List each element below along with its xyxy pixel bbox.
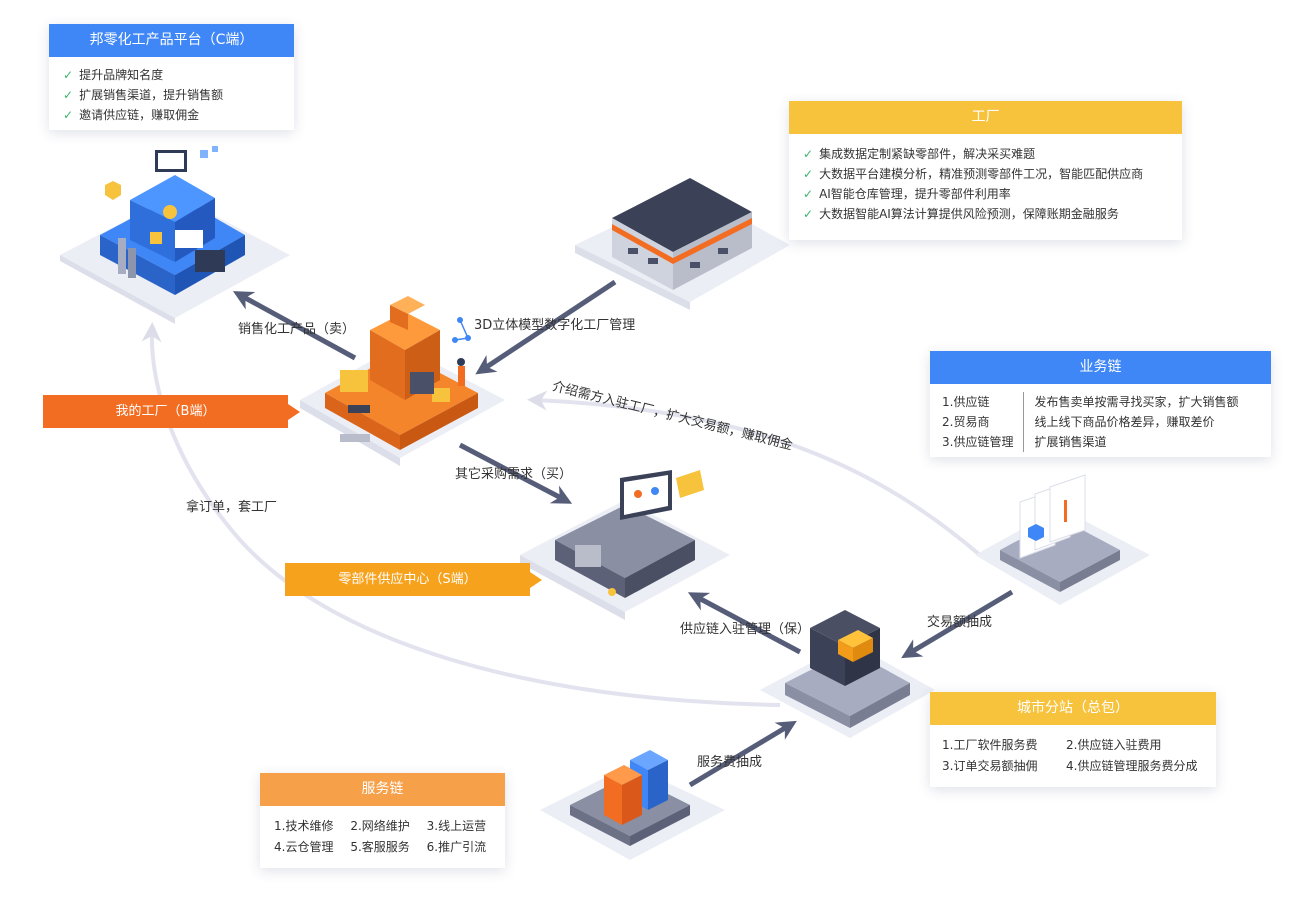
intro-curve [527,390,982,557]
s-center-illustration [520,470,730,620]
list-item: 2.贸易商 [942,415,990,429]
list-item: 3.供应链管理 [942,435,1014,449]
list-item: 6.推广引流 [426,840,487,854]
list-item: ✓邀请供应链，赚取佣金 [63,108,200,122]
list-item: 2.网络维护 [350,819,410,833]
check-icon: ✓ [63,68,74,82]
buy-arrow [458,442,573,504]
service-chain-items: 1.技术维修 2.网络维护 3.线上运营 4.云仓管理 5.客服服务 6.推广引… [260,806,505,868]
sell-arrow [232,291,357,361]
check-icon: ✓ [63,108,74,122]
c-platform-card: 邦零化工产品平台（C端） ✓提升品牌知名度 ✓扩展销售渠道，提升销售额 ✓邀请供… [49,24,294,130]
check-icon: ✓ [803,207,814,221]
business-chain-card: 业务链 1.供应链 2.贸易商 3.供应链管理 发布售卖单按需寻找买家，扩大销售… [930,351,1271,457]
factory-card: 工厂 ✓集成数据定制紧缺零部件，解决采买难题 ✓大数据平台建模分析，精准预测零部… [789,101,1182,240]
list-item: 扩展销售渠道 [1034,435,1107,449]
list-item: ✓大数据平台建模分析，精准预测零部件工况，智能匹配供应商 [803,167,1144,181]
service-chain-title: 服务链 [260,773,505,806]
business-chain-left: 1.供应链 2.贸易商 3.供应链管理 [942,392,1025,452]
business-chain-title: 业务链 [930,351,1271,384]
list-item: 3.订单交易额抽佣 [942,759,1038,773]
factory-title: 工厂 [789,101,1182,134]
list-item: ✓集成数据定制紧缺零部件，解决采买难题 [803,147,1036,161]
list-item: 4.云仓管理 [274,840,334,854]
list-item: 1.工厂软件服务费 [942,738,1038,752]
b-factory-illustration [300,296,505,466]
model-label: 3D立体模型数字化工厂管理 [474,318,636,333]
sell-label: 销售化工产品（卖） [238,322,356,337]
model-arrow [475,279,617,375]
list-item: 1.供应链 [942,395,990,409]
list-item: ✓AI智能仓库管理，提升零部件利用率 [803,187,1011,201]
buy-label: 其它采购需求（买） [455,467,573,482]
service-chain-illustration [540,750,725,860]
list-item: 线上线下商品价格差异，赚取差价 [1034,415,1215,429]
list-item: 2.供应链入驻费用 [1066,738,1162,752]
list-item: ✓大数据智能AI算法计算提供风险预测，保障账期金融服务 [803,207,1119,221]
molecule-icon [452,317,471,343]
list-item: 1.技术维修 [274,819,334,833]
list-item: ✓提升品牌知名度 [63,68,164,82]
business-chain-illustration [975,474,1150,605]
s-center-tag: 零部件供应中心（S端） [285,563,542,596]
check-icon: ✓ [803,147,814,161]
city-station-illustration [760,610,935,738]
city-station-items: 1.工厂软件服务费 2.供应链入驻费用 3.订单交易额抽佣 4.供应链管理服务费… [930,725,1216,787]
c-platform-title: 邦零化工产品平台（C端） [49,24,294,57]
supply-mgmt-label: 供应链入驻管理（保） [680,622,811,637]
supply-arrow [687,592,802,655]
service-arrow [688,720,797,788]
trade-arrow [901,589,1014,659]
factory-illustration [575,178,790,310]
business-chain-right: 发布售卖单按需寻找买家，扩大销售额 线上线下商品价格差异，赚取差价 扩展销售渠道 [1034,392,1238,452]
check-icon: ✓ [63,88,74,102]
business-chain-body: 1.供应链 2.贸易商 3.供应链管理 发布售卖单按需寻找买家，扩大销售额 线上… [930,384,1271,460]
list-item: 5.客服服务 [350,840,410,854]
city-station-card: 城市分站（总包） 1.工厂软件服务费 2.供应链入驻费用 3.订单交易额抽佣 4… [930,692,1216,787]
trade-cut-label: 交易额抽成 [927,615,993,630]
b-factory-tag: 我的工厂（B端） [43,395,300,428]
check-icon: ✓ [803,167,814,181]
city-station-title: 城市分站（总包） [930,692,1216,725]
list-item: ✓扩展销售渠道，提升销售额 [63,88,224,102]
service-fee-label: 服务费抽成 [697,755,763,770]
order-label: 拿订单，套工厂 [186,500,278,515]
list-item: 4.供应链管理服务费分成 [1066,759,1198,773]
c-platform-illustration [60,146,290,324]
service-chain-card: 服务链 1.技术维修 2.网络维护 3.线上运营 4.云仓管理 5.客服服务 6… [260,773,505,868]
check-icon: ✓ [803,187,814,201]
list-item: 3.线上运营 [426,819,487,833]
list-item: 发布售卖单按需寻找买家，扩大销售额 [1034,395,1239,409]
